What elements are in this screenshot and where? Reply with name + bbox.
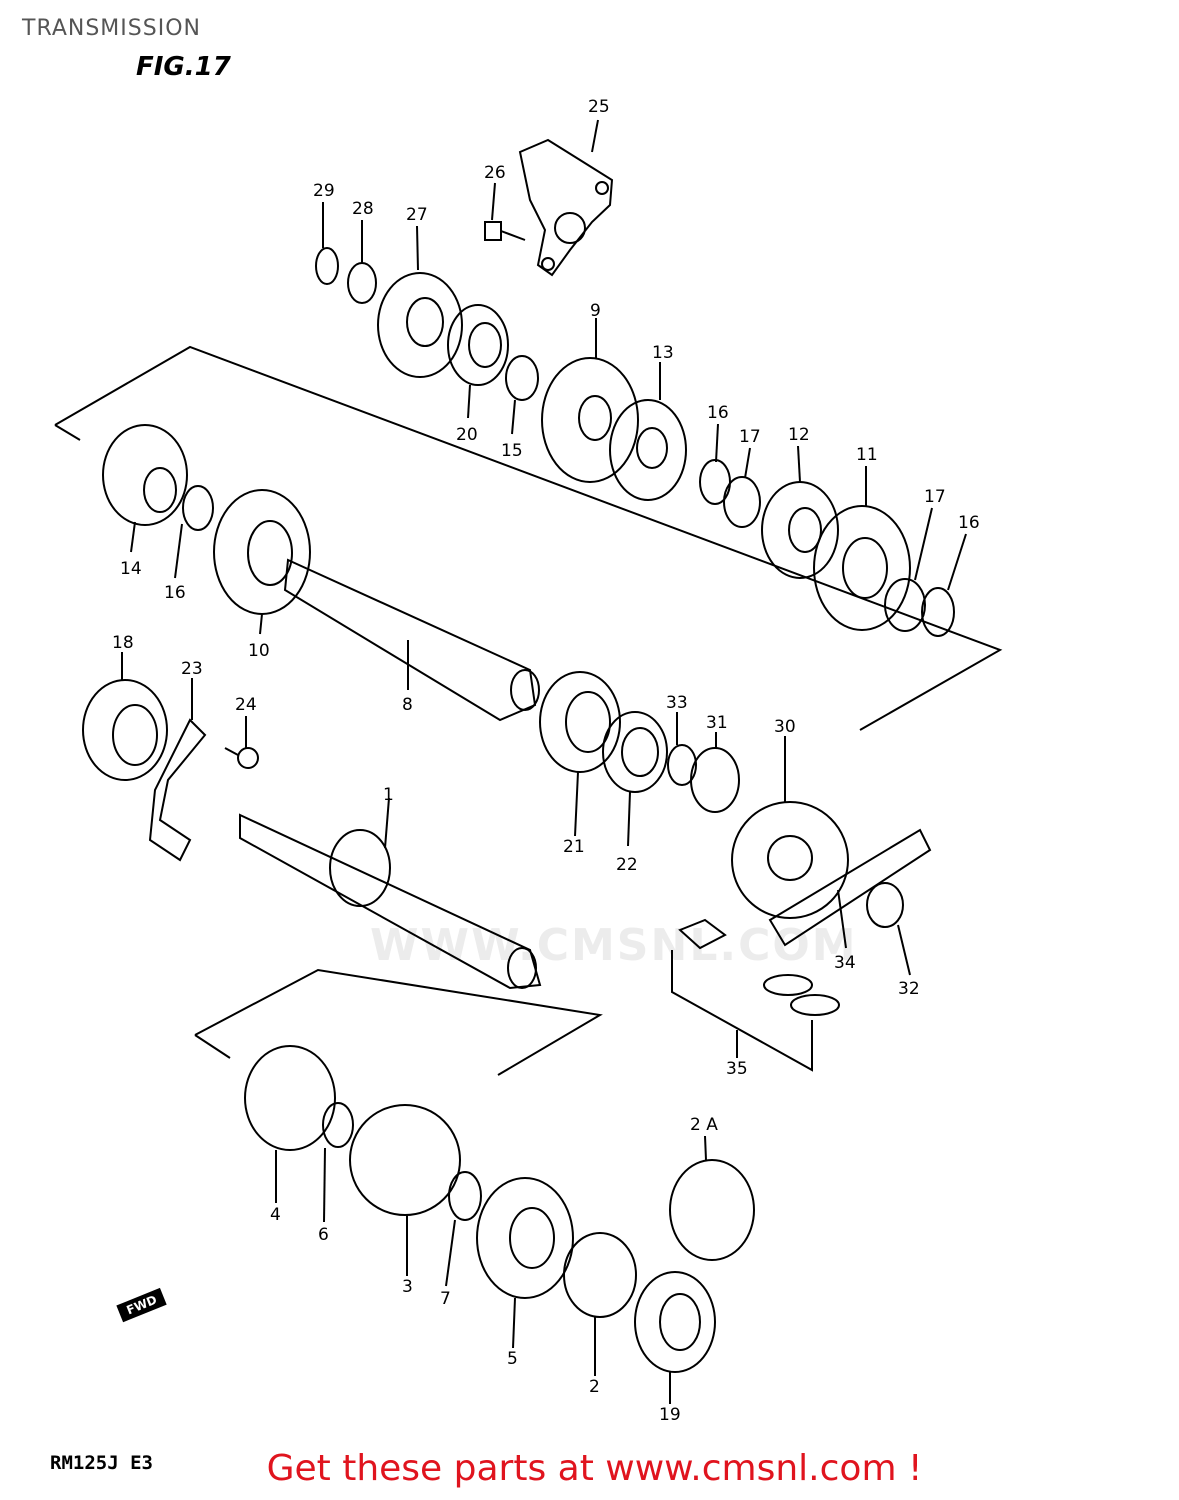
callout-35: 35 <box>726 1059 748 1079</box>
part-17-washer <box>723 476 761 528</box>
callout-28: 28 <box>352 199 374 219</box>
callout-31: 31 <box>706 713 728 733</box>
callout-23: 23 <box>181 659 203 679</box>
callout-21: 21 <box>563 837 585 857</box>
promo-link[interactable]: Get these parts at www.cmsnl.com ! <box>266 1448 923 1489</box>
callout-7: 7 <box>440 1289 451 1309</box>
part-7-circlip <box>448 1171 482 1221</box>
part-20-bearing <box>447 304 509 386</box>
callout-16-right: 16 <box>958 513 980 533</box>
part-2-gear <box>563 1232 637 1318</box>
part-6-washer <box>322 1102 354 1148</box>
callout-9: 9 <box>590 301 601 321</box>
part-29-circlip <box>315 247 339 285</box>
callout-12: 12 <box>788 425 810 445</box>
callout-16-upper: 16 <box>707 403 729 423</box>
callout-5: 5 <box>507 1349 518 1369</box>
callout-22: 22 <box>616 855 638 875</box>
part-31-spacer <box>690 747 740 813</box>
part-1-mainshaft <box>239 813 542 990</box>
part-4-gear <box>244 1045 336 1151</box>
callout-6: 6 <box>318 1225 329 1245</box>
callout-10: 10 <box>248 641 270 661</box>
part-5-gear <box>476 1177 574 1299</box>
part-14-gear <box>102 424 188 526</box>
group-frame-upper <box>54 345 1003 731</box>
part-26-bolt <box>484 221 502 241</box>
chain-bracket <box>671 950 813 1072</box>
part-24-screw <box>237 747 259 769</box>
part-2a-gear <box>669 1159 755 1261</box>
part-28-washer <box>347 262 377 304</box>
callout-24: 24 <box>235 695 257 715</box>
callout-4: 4 <box>270 1205 281 1225</box>
callout-14: 14 <box>120 559 142 579</box>
model-code: RM125J E3 <box>50 1452 153 1474</box>
callout-34: 34 <box>834 953 856 973</box>
part-12-gear <box>761 481 839 579</box>
part-32-clip <box>866 882 904 928</box>
part-30-sprocket <box>731 801 849 919</box>
callout-27: 27 <box>406 205 428 225</box>
callout-32: 32 <box>898 979 920 999</box>
part-19-bearing <box>634 1271 716 1373</box>
group-frame-lower <box>194 968 603 1076</box>
part-15-washer <box>505 355 539 401</box>
diagram-title: TRANSMISSION <box>22 16 201 41</box>
callout-26: 26 <box>484 163 506 183</box>
callout-11: 11 <box>856 445 878 465</box>
callout-2: 2 <box>589 1377 600 1397</box>
callout-25: 25 <box>588 97 610 117</box>
part-11-gear <box>813 505 911 631</box>
part-16-circlip <box>699 459 731 505</box>
part-13-gear <box>609 399 687 501</box>
part-18-bearing <box>82 679 168 781</box>
part-27-gear <box>377 272 463 378</box>
part-9-gear <box>541 357 639 483</box>
callout-2a: 2 A <box>690 1115 718 1135</box>
part-23-plate <box>148 718 207 862</box>
part-3-gear <box>349 1104 461 1216</box>
callout-1: 1 <box>383 785 394 805</box>
callout-13: 13 <box>652 343 674 363</box>
callout-18: 18 <box>112 633 134 653</box>
callout-16-left: 16 <box>164 583 186 603</box>
part-33-oring <box>667 744 697 786</box>
figure-number: FIG.17 <box>136 52 231 82</box>
callout-17-right: 17 <box>924 487 946 507</box>
part-8-countershaft <box>283 558 537 722</box>
callout-33: 33 <box>666 693 688 713</box>
part-34-chain <box>768 828 932 947</box>
callout-20: 20 <box>456 425 478 445</box>
callout-30: 30 <box>774 717 796 737</box>
callout-15: 15 <box>501 441 523 461</box>
callout-19: 19 <box>659 1405 681 1425</box>
part-21-bearing <box>539 671 621 773</box>
callout-8: 8 <box>402 695 413 715</box>
part-25-bracket <box>518 138 614 277</box>
callout-3: 3 <box>402 1277 413 1297</box>
callout-29: 29 <box>313 181 335 201</box>
callout-17-upper: 17 <box>739 427 761 447</box>
part-22-seal <box>602 711 668 793</box>
